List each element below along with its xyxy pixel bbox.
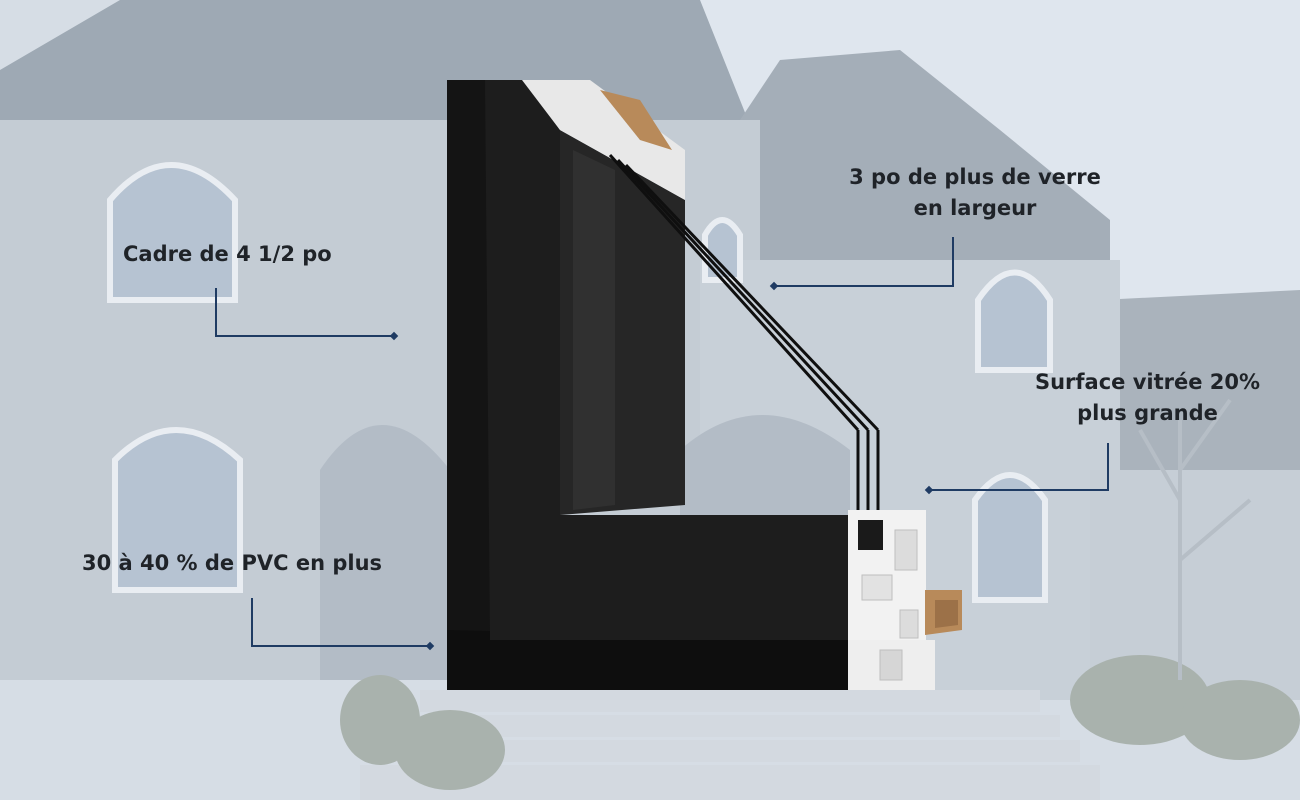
frame-callout: Cadre de 4 1/2 po: [123, 239, 332, 270]
pvc-callout-text: 30 à 40 % de PVC en plus: [82, 551, 383, 575]
surface-callout-line2: plus grande: [1077, 401, 1218, 425]
glass-width-callout: 3 po de plus de verre en largeur: [835, 162, 1115, 224]
pvc-callout: 30 à 40 % de PVC en plus: [82, 548, 382, 579]
surface-callout: Surface vitrée 20% plus grande: [1020, 367, 1275, 429]
glass-width-callout-line1: 3 po de plus de verre: [849, 165, 1101, 189]
surface-callout-line1: Surface vitrée 20%: [1034, 370, 1261, 394]
glass-width-callout-line2: en largeur: [913, 196, 1037, 220]
frame-callout-text: Cadre de 4 1/2 po: [123, 242, 332, 266]
